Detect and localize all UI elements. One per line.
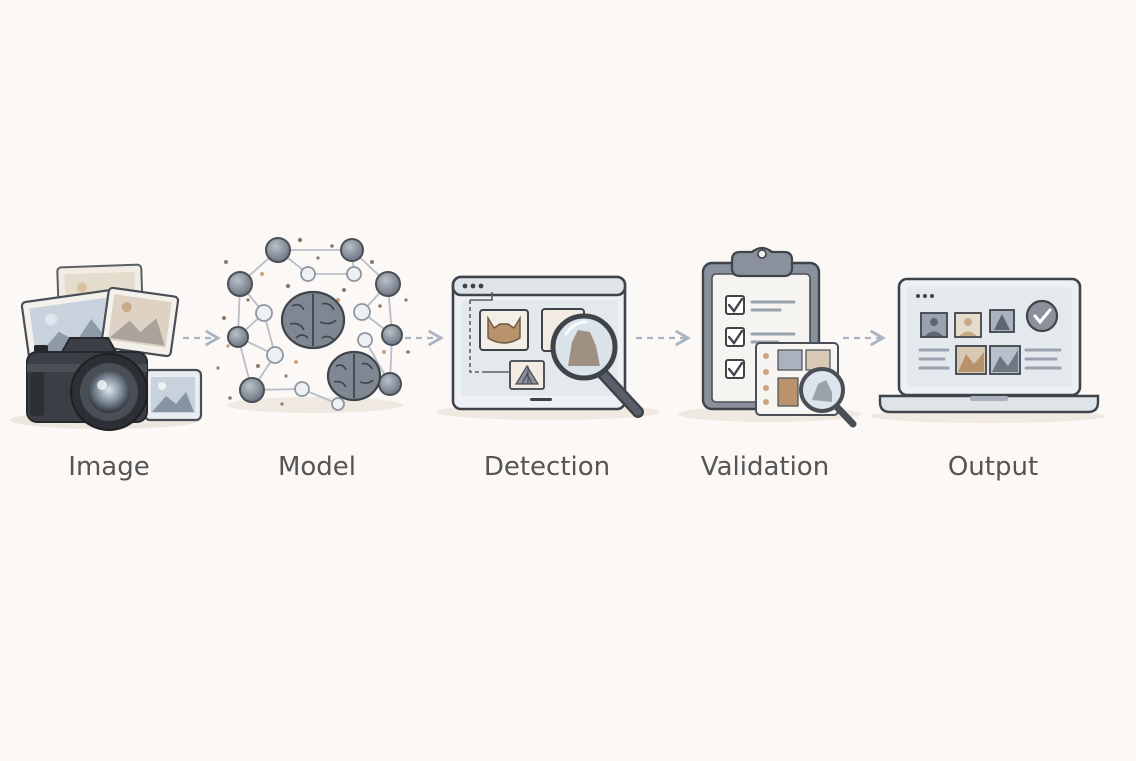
browser-magnifier-icon bbox=[436, 275, 660, 420]
stage-label-output: Output bbox=[947, 452, 1039, 482]
stage-label-image: Image bbox=[68, 452, 150, 482]
neural-network-brain-icon bbox=[216, 237, 410, 413]
laptop-gallery-icon bbox=[870, 277, 1106, 423]
clipboard-checklist-icon bbox=[678, 246, 862, 428]
stage-label-detection: Detection bbox=[483, 452, 611, 482]
camera-photos-icon bbox=[10, 263, 203, 431]
stage-label-model: Model bbox=[277, 452, 357, 482]
stage-label-validation: Validation bbox=[700, 452, 830, 482]
